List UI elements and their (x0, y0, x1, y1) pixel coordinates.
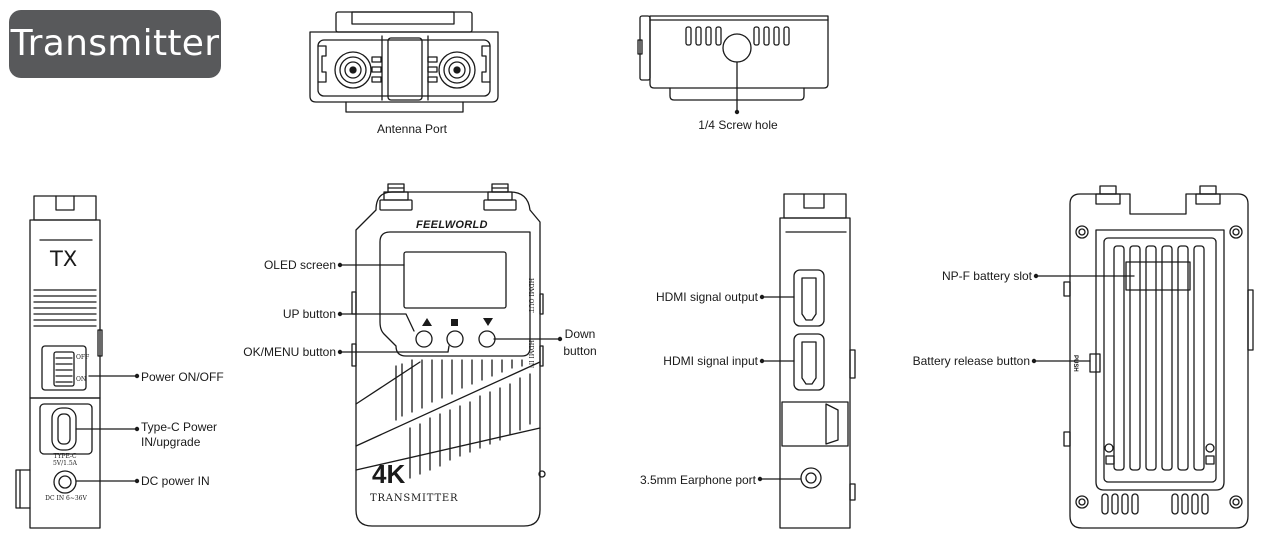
label-typec-line1: Type-C Power (141, 420, 218, 434)
typec-print-2: 5V/1.5A (52, 460, 78, 467)
right-side-view (757, 193, 856, 529)
left-side-view (15, 195, 140, 529)
label-ok-menu-button: OK/MENU button (243, 345, 336, 359)
back-vents (1101, 493, 1209, 515)
hdmi-out-print: HDMI OUT (527, 278, 534, 313)
label-hdmi-input: HDMI signal input (663, 354, 758, 368)
push-print: PUSH (1072, 355, 1078, 372)
label-up-button: UP button (282, 307, 336, 321)
label-antenna-port: Antenna Port (376, 122, 448, 136)
antenna-connector-right (438, 51, 476, 89)
back-view (1031, 185, 1254, 529)
hdmi-out-port (793, 269, 825, 327)
dc-power-jack (53, 470, 77, 494)
ok-menu-button (446, 330, 464, 348)
hdmi-in-port (793, 333, 825, 391)
label-oled-screen: OLED screen (263, 258, 336, 272)
down-button (478, 330, 496, 348)
antenna-stub-left (379, 183, 413, 211)
label-battery-slot: NP-F battery slot (941, 269, 1032, 283)
screw-hole (722, 33, 752, 63)
side-tag: TX (50, 247, 78, 271)
vent-slots-left (685, 26, 722, 46)
label-power-switch: Power ON/OFF (141, 370, 224, 384)
switch-off-print: OFF (76, 354, 90, 361)
antenna-connector-left (334, 51, 372, 89)
model-small: TRANSMITTER (370, 493, 459, 504)
label-dc-power: DC power IN (141, 474, 210, 488)
side-vent-fins (33, 289, 97, 327)
model-large: 4K (372, 459, 406, 489)
earphone-port (800, 467, 822, 489)
bottom-view (637, 15, 829, 115)
power-switch (53, 351, 75, 387)
dc-print: DC IN 6~36V (45, 495, 87, 502)
front-ribs (355, 359, 541, 479)
brand-logo: FEELWORLD (416, 219, 488, 231)
battery-slot (1125, 261, 1191, 291)
typec-print-1: TYPE-C (53, 453, 77, 460)
battery-slot-rails (1113, 245, 1205, 471)
vent-slots-right (753, 26, 790, 46)
up-button (415, 330, 433, 348)
oled-screen (403, 251, 507, 309)
hdmi-in-print: HDMI IN (527, 340, 534, 369)
label-battery-release: Battery release button (912, 354, 1030, 368)
label-down-line1: Down (564, 327, 596, 341)
title-badge: Transmitter (9, 10, 221, 78)
switch-on-print: ON (76, 376, 87, 383)
battery-release-button (1089, 353, 1101, 373)
top-view (309, 11, 499, 113)
label-down-line2: button (563, 344, 597, 358)
label-screw-hole: 1/4 Screw hole (698, 118, 778, 132)
front-view (337, 183, 563, 527)
label-hdmi-output: HDMI signal output (655, 290, 758, 304)
label-typec-line2: IN/upgrade (141, 435, 201, 449)
antenna-stub-right (483, 183, 517, 211)
label-earphone-port: 3.5mm Earphone port (639, 473, 756, 487)
